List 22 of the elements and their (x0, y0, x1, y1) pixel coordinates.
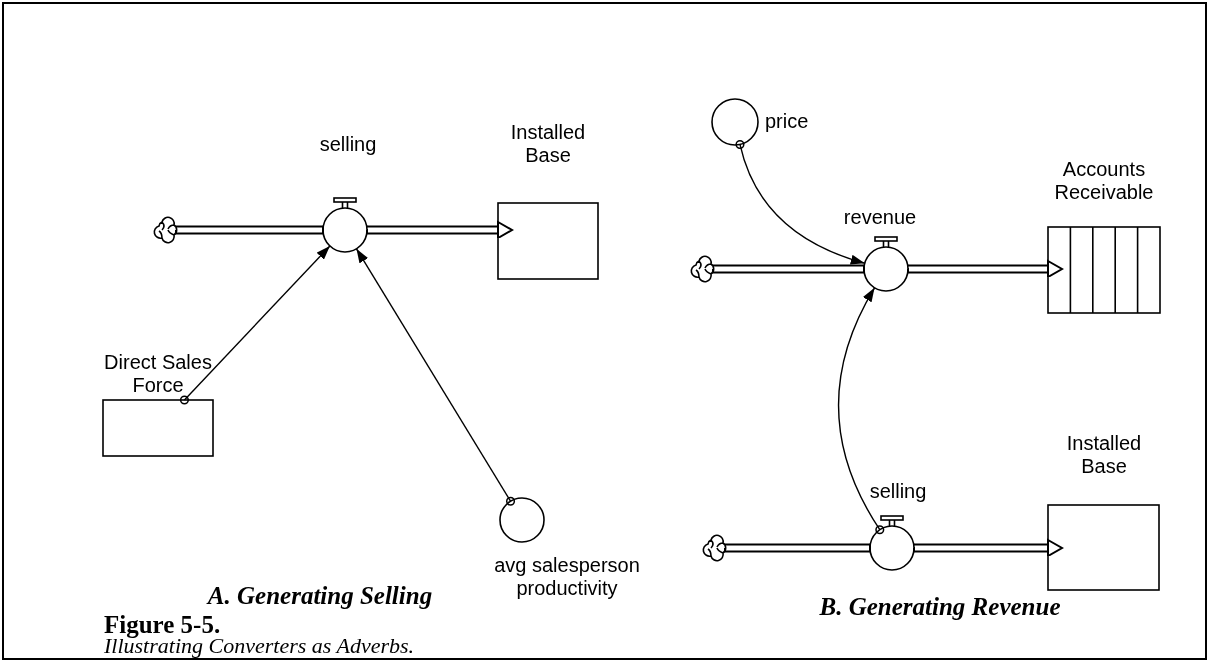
node-label: Accounts Receivable (1053, 158, 1155, 204)
node-label: Installed Base (509, 121, 587, 167)
node-label: Installed Base (1065, 432, 1143, 478)
connector-arrow (837, 287, 885, 535)
figure-title: Figure 5-5. (104, 610, 221, 639)
node-label: avg salesperson productivity (493, 554, 641, 600)
flow-pipe (175, 225, 324, 235)
node-label: price (765, 110, 810, 133)
node-label: Direct Sales Force (103, 351, 213, 397)
connector-arrow (179, 245, 331, 405)
panel-title: B. Generating Revenue (819, 592, 1061, 622)
flow-pipe (712, 264, 865, 274)
node-label: selling (318, 133, 378, 156)
node-label: selling (868, 480, 928, 503)
connector-arrow (355, 248, 516, 506)
node-label: revenue (842, 206, 918, 229)
flow-pipe (724, 543, 871, 553)
flow-pipe (913, 539, 1063, 557)
flow-pipe (907, 260, 1063, 278)
panel-title: A. Generating Selling (207, 581, 433, 611)
connector-arrow (735, 139, 866, 264)
flow-pipe (366, 221, 513, 239)
